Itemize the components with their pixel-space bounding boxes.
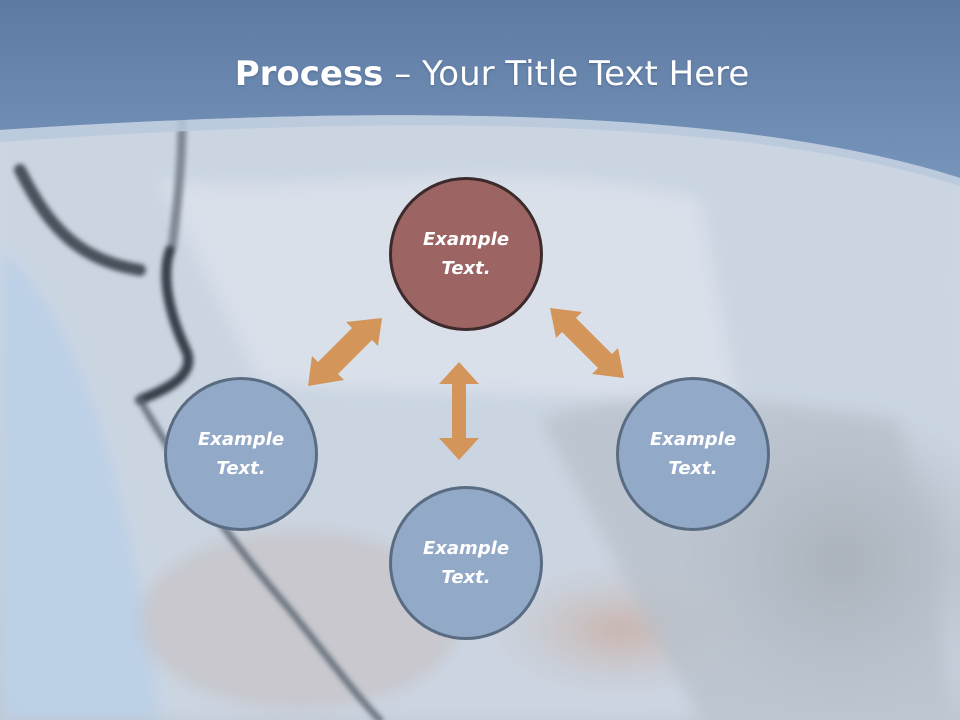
title-bold-part: Process — [234, 54, 384, 94]
process-node-bottom: Example Text. — [389, 486, 543, 640]
arrow-top-right — [550, 308, 624, 378]
arrow-top-left — [308, 318, 382, 386]
slide-title: Process – Your Title Text Here — [0, 52, 960, 96]
node-top-text: Example Text. — [422, 229, 510, 279]
title-rest-part: – Your Title Text Here — [383, 54, 750, 94]
arrow-vertical — [439, 362, 479, 460]
process-node-left: Example Text. — [164, 377, 318, 531]
node-left-text: Example Text. — [197, 429, 285, 479]
node-right-text: Example Text. — [649, 429, 737, 479]
node-bottom-text: Example Text. — [422, 538, 510, 588]
process-node-top: Example Text. — [389, 177, 543, 331]
process-node-right: Example Text. — [616, 377, 770, 531]
